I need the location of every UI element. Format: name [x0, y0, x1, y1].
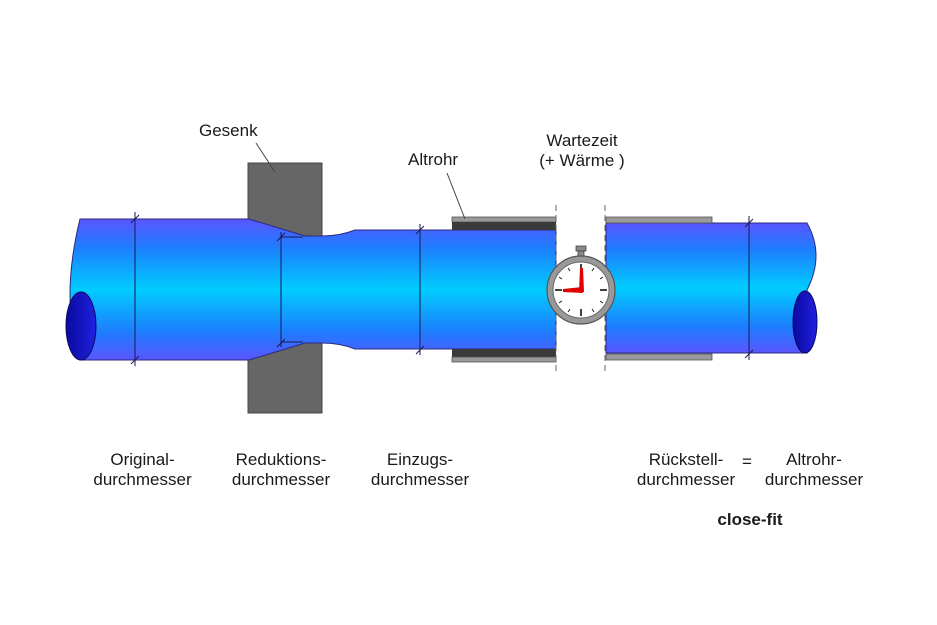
stage-rueckstell: Rückstell- durchmesser — [626, 450, 746, 490]
label-altrohr: Altrohr — [408, 150, 459, 169]
stage-altrohr: Altrohr- durchmesser — [754, 450, 874, 490]
old-pipe-bottom-right — [605, 353, 713, 361]
dimension-reduction — [276, 232, 303, 348]
stage-original: Original- durchmesser — [85, 450, 200, 490]
leader-altrohr — [446, 172, 466, 220]
clock-hour-hand — [563, 287, 583, 293]
stage-reduktion-line1: Reduktions- — [235, 450, 327, 469]
label-wartezeit-line1: Wartezeit — [546, 131, 618, 150]
stage-rueckstell-line1: Rückstell- — [648, 450, 724, 469]
stopwatch-icon — [546, 245, 616, 325]
pipe-left — [69, 218, 557, 361]
stage-original-line2: durchmesser — [93, 470, 192, 489]
clock-minute-hand — [579, 268, 584, 292]
old-pipe-top-right — [605, 216, 713, 224]
stage-einzug-line2: durchmesser — [370, 470, 470, 489]
stage-einzug: Einzugs- durchmesser — [360, 450, 480, 490]
label-wartezeit: Wartezeit (+ Wärme ) — [532, 131, 632, 171]
dimension-original — [130, 212, 140, 366]
old-pipe-bottom-left — [451, 356, 557, 363]
dimension-rueckstell — [744, 216, 754, 360]
old-pipe-top-left-inner — [452, 222, 556, 230]
label-gesenk: Gesenk — [199, 121, 258, 140]
pipe-right-end — [792, 290, 818, 354]
stage-altrohr-line1: Altrohr- — [786, 450, 842, 469]
old-pipe-bottom-left-inner — [452, 349, 556, 357]
result-close-fit: close-fit — [717, 510, 783, 529]
pipe-right — [605, 222, 817, 354]
pipe-left-end — [65, 291, 97, 361]
stage-rueckstell-line2: durchmesser — [636, 470, 736, 489]
old-pipe-top-left — [451, 216, 557, 223]
label-wartezeit-line2: (+ Wärme ) — [539, 151, 625, 170]
stage-einzug-line1: Einzugs- — [386, 450, 454, 469]
stage-reduktion: Reduktions- durchmesser — [221, 450, 341, 490]
leader-gesenk — [255, 142, 276, 173]
stage-reduktion-line2: durchmesser — [231, 470, 331, 489]
stage-original-line1: Original- — [110, 450, 175, 469]
dimension-einzug — [415, 224, 425, 355]
equals-sign: = — [742, 452, 752, 471]
stage-altrohr-line2: durchmesser — [764, 470, 864, 489]
